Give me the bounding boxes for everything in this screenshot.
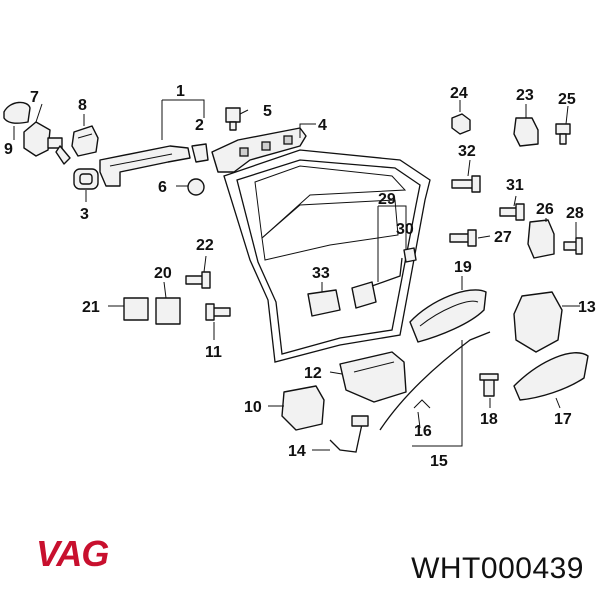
callout-28: 28 bbox=[566, 205, 584, 222]
part-31-bolt bbox=[499, 203, 525, 221]
callout-14: 14 bbox=[288, 443, 306, 460]
part-18-bolt bbox=[479, 373, 499, 397]
part-number: WHT000439 bbox=[411, 552, 584, 585]
callout-30: 30 bbox=[396, 221, 414, 238]
part-24-nut bbox=[451, 113, 471, 135]
part-11-bolt bbox=[205, 303, 231, 321]
part-30-clip bbox=[403, 247, 417, 263]
leader-lines bbox=[13, 99, 580, 451]
callout-21: 21 bbox=[82, 299, 100, 316]
callout-8: 8 bbox=[78, 97, 87, 114]
callout-20: 20 bbox=[154, 265, 172, 282]
callout-31: 31 bbox=[506, 177, 524, 194]
door-panel bbox=[223, 149, 431, 363]
callout-11: 11 bbox=[205, 344, 222, 361]
callout-29: 29 bbox=[378, 191, 396, 208]
callout-27: 27 bbox=[494, 229, 512, 246]
callout-9: 9 bbox=[4, 141, 13, 158]
part-14-cable bbox=[329, 415, 369, 453]
part-7-lock-cylinder bbox=[23, 121, 71, 165]
part-6-grommet bbox=[187, 178, 205, 196]
part-4-handle-bracket bbox=[211, 127, 307, 173]
part-27-bolt bbox=[449, 229, 477, 247]
callout-26: 26 bbox=[536, 201, 554, 218]
part-12-door-latch bbox=[339, 351, 407, 403]
callout-13: 13 bbox=[578, 299, 596, 316]
part-29-rod-assembly bbox=[351, 257, 403, 309]
callout-3: 3 bbox=[80, 206, 89, 223]
callout-19: 19 bbox=[454, 259, 472, 276]
callout-7: 7 bbox=[30, 89, 39, 106]
part-20-striker bbox=[155, 297, 181, 325]
part-2-clip bbox=[191, 143, 209, 163]
callout-5: 5 bbox=[263, 103, 272, 120]
callout-4: 4 bbox=[318, 117, 327, 134]
part-1-outer-handle bbox=[99, 145, 191, 187]
callout-24: 24 bbox=[450, 85, 468, 102]
part-17-handle-bezel bbox=[513, 352, 589, 401]
part-22-bolt bbox=[185, 271, 211, 289]
part-19-inner-handle bbox=[409, 289, 487, 343]
callout-23: 23 bbox=[516, 87, 534, 104]
callout-17: 17 bbox=[554, 411, 572, 428]
part-8-lock-housing bbox=[71, 125, 99, 157]
callout-16: 16 bbox=[414, 423, 432, 440]
part-5-screw bbox=[225, 107, 241, 131]
part-15-16-cable bbox=[379, 331, 491, 431]
part-28-bolt bbox=[563, 237, 583, 255]
callout-labels: 1 2 3 4 5 6 7 8 9 10 11 12 13 14 15 16 1… bbox=[4, 83, 596, 470]
callout-6: 6 bbox=[158, 179, 167, 196]
vag-logo: VAG bbox=[36, 533, 109, 574]
part-21-plate bbox=[123, 297, 149, 321]
part-13-lock-actuator bbox=[513, 291, 563, 353]
callout-18: 18 bbox=[480, 411, 498, 428]
part-10-latch-housing bbox=[281, 385, 325, 431]
callout-12: 12 bbox=[304, 365, 322, 382]
part-25-bolt bbox=[555, 123, 571, 145]
part-3-gasket bbox=[73, 168, 99, 190]
callout-2: 2 bbox=[195, 117, 204, 134]
callout-10: 10 bbox=[244, 399, 262, 416]
part-33-actuator bbox=[307, 289, 341, 317]
callout-33: 33 bbox=[312, 265, 330, 282]
callout-15: 15 bbox=[430, 453, 448, 470]
callout-1: 1 bbox=[176, 83, 185, 100]
part-23-bracket bbox=[513, 117, 539, 147]
callout-22: 22 bbox=[196, 237, 214, 254]
part-32-bolt bbox=[451, 175, 481, 193]
part-26-hinge bbox=[527, 219, 555, 259]
callout-25: 25 bbox=[558, 91, 576, 108]
callout-32: 32 bbox=[458, 143, 476, 160]
part-9-handle-cap bbox=[3, 101, 31, 124]
